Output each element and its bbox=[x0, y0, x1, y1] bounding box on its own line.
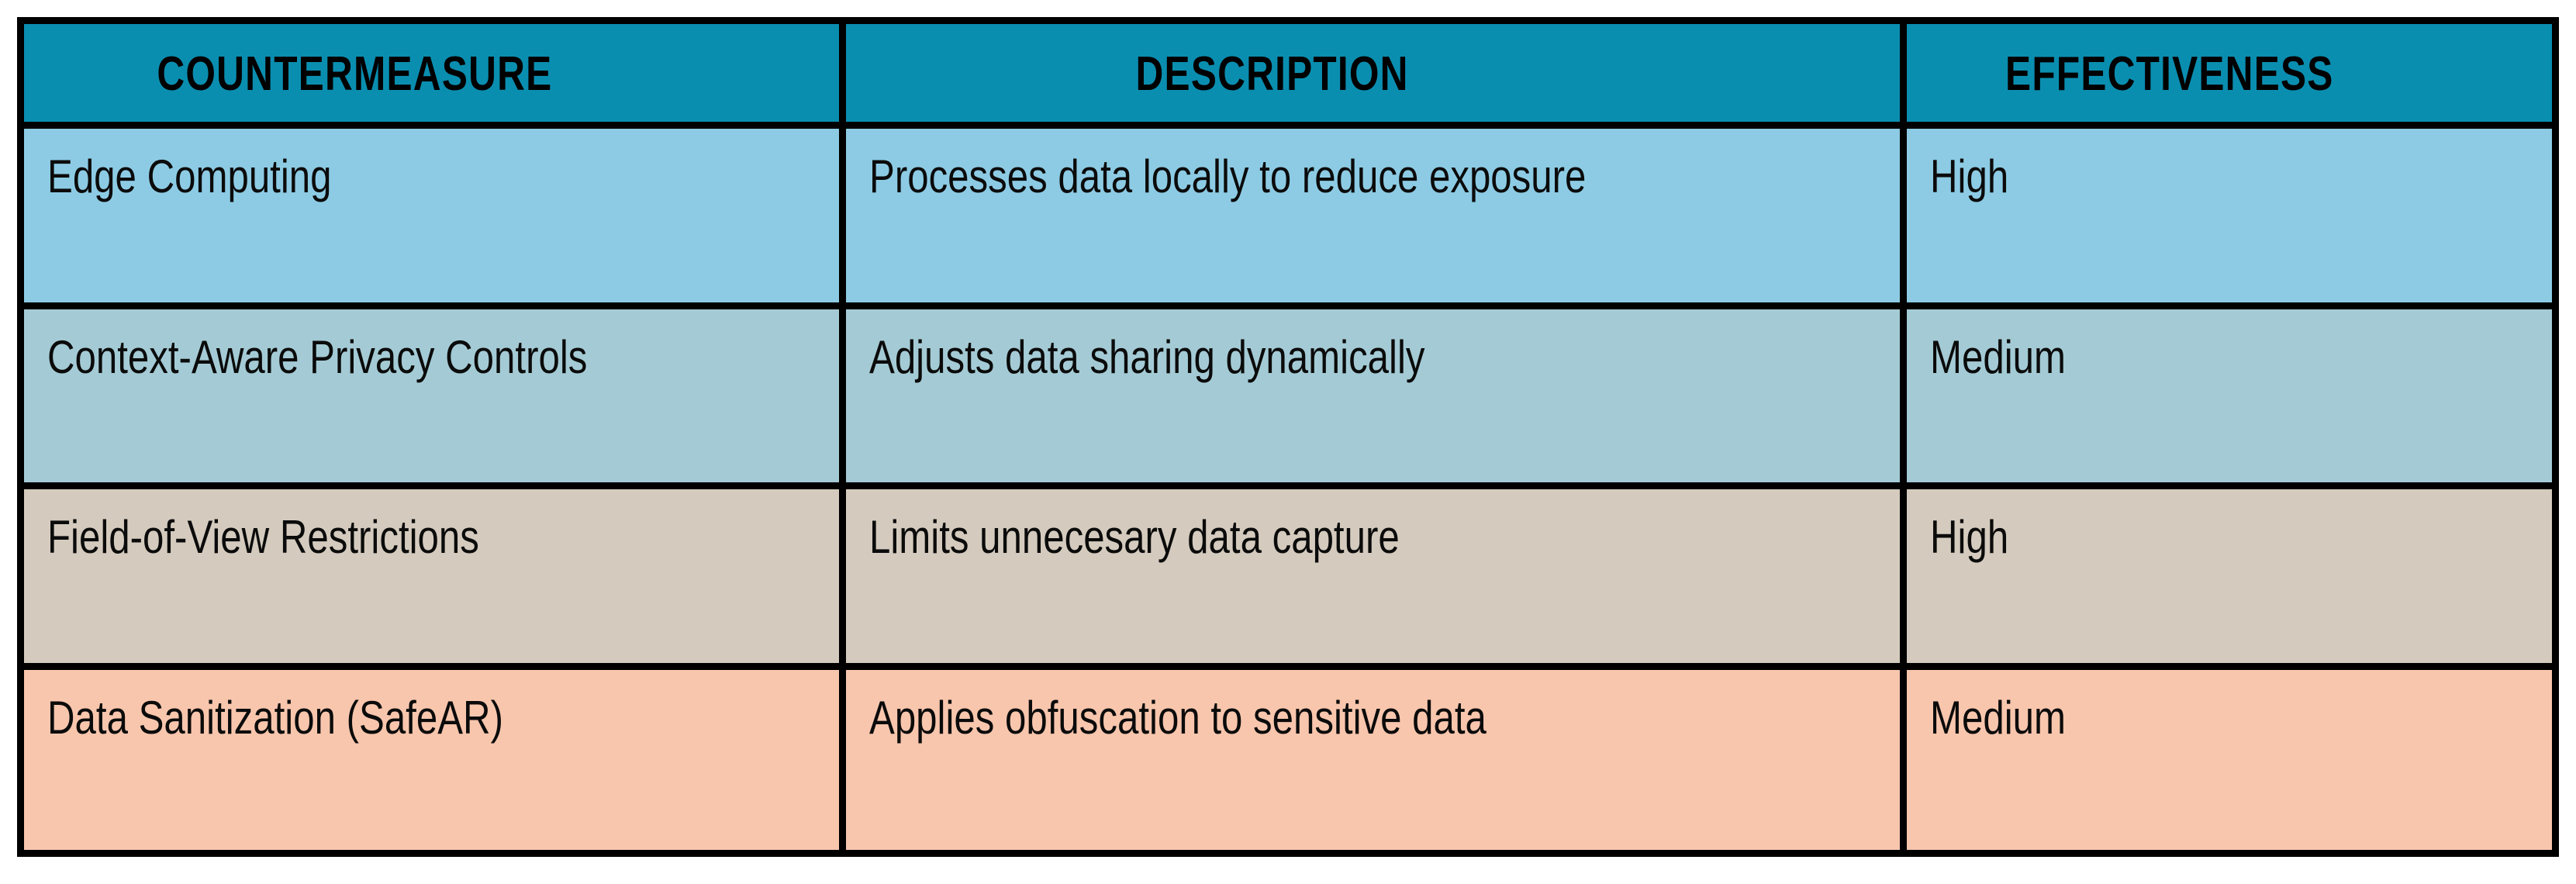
table-row: Data Sanitization (SafeAR) Applies obfus… bbox=[24, 669, 2552, 850]
cell-countermeasure-inner: Edge Computing bbox=[24, 129, 846, 309]
cell-countermeasure-inner: Context-Aware Privacy Controls bbox=[24, 309, 846, 489]
header-cell-effectiveness: EFFECTIVENESS bbox=[1907, 24, 2552, 129]
cell-description-inner: Limits unnecesary data capture bbox=[846, 489, 1907, 670]
header-cell-countermeasure-inner: COUNTERMEASURE bbox=[24, 24, 846, 129]
cell-effectiveness: High bbox=[1907, 489, 2552, 670]
cell-effectiveness-inner: Medium bbox=[1907, 309, 2552, 489]
cell-description-inner: Adjusts data sharing dynamically bbox=[846, 309, 1907, 489]
effectiveness-value: Medium bbox=[1930, 691, 2066, 744]
description-value: Processes data locally to reduce exposur… bbox=[869, 150, 1587, 202]
countermeasure-value: Edge Computing bbox=[47, 150, 332, 202]
cell-effectiveness-inner: Medium bbox=[1907, 669, 2552, 850]
table-header: COUNTERMEASURE DESCRIPTION EFFECTIVENESS bbox=[24, 24, 2552, 129]
table: COUNTERMEASURE DESCRIPTION EFFECTIVENESS bbox=[24, 24, 2552, 850]
cell-countermeasure: Data Sanitization (SafeAR) bbox=[24, 669, 846, 850]
effectiveness-value: High bbox=[1930, 150, 2009, 202]
header-label-description: DESCRIPTION bbox=[1135, 47, 1409, 101]
cell-countermeasure-inner: Data Sanitization (SafeAR) bbox=[24, 669, 846, 850]
cell-description: Adjusts data sharing dynamically bbox=[846, 309, 1907, 489]
header-label-effectiveness: EFFECTIVENESS bbox=[2005, 47, 2334, 101]
header-label-countermeasure: COUNTERMEASURE bbox=[157, 47, 553, 101]
table-row: Context-Aware Privacy Controls Adjusts d… bbox=[24, 309, 2552, 489]
cell-effectiveness: Medium bbox=[1907, 669, 2552, 850]
header-cell-description-inner: DESCRIPTION bbox=[846, 24, 1907, 129]
cell-countermeasure: Edge Computing bbox=[24, 129, 846, 309]
description-value: Limits unnecesary data capture bbox=[869, 511, 1400, 563]
header-cell-description: DESCRIPTION bbox=[846, 24, 1907, 129]
countermeasure-value: Data Sanitization (SafeAR) bbox=[47, 691, 503, 744]
header-cell-countermeasure: COUNTERMEASURE bbox=[24, 24, 846, 129]
effectiveness-value: High bbox=[1930, 511, 2009, 563]
table-body: Edge Computing Processes data locally to… bbox=[24, 129, 2552, 850]
cell-effectiveness-inner: High bbox=[1907, 489, 2552, 670]
cell-countermeasure-inner: Field-of-View Restrictions bbox=[24, 489, 846, 670]
cell-effectiveness-inner: High bbox=[1907, 129, 2552, 309]
cell-description-inner: Processes data locally to reduce exposur… bbox=[846, 129, 1907, 309]
cell-description: Applies obfuscation to sensitive data bbox=[846, 669, 1907, 850]
cell-countermeasure: Context-Aware Privacy Controls bbox=[24, 309, 846, 489]
countermeasures-table: COUNTERMEASURE DESCRIPTION EFFECTIVENESS bbox=[17, 17, 2559, 857]
header-cell-effectiveness-inner: EFFECTIVENESS bbox=[1907, 24, 2552, 129]
cell-description: Processes data locally to reduce exposur… bbox=[846, 129, 1907, 309]
countermeasure-value: Field-of-View Restrictions bbox=[47, 511, 479, 563]
table-row: Field-of-View Restrictions Limits unnece… bbox=[24, 489, 2552, 670]
countermeasure-value: Context-Aware Privacy Controls bbox=[47, 330, 588, 383]
table-row: Edge Computing Processes data locally to… bbox=[24, 129, 2552, 309]
cell-effectiveness: High bbox=[1907, 129, 2552, 309]
description-value: Adjusts data sharing dynamically bbox=[869, 330, 1425, 383]
cell-effectiveness: Medium bbox=[1907, 309, 2552, 489]
header-row: COUNTERMEASURE DESCRIPTION EFFECTIVENESS bbox=[24, 24, 2552, 129]
effectiveness-value: Medium bbox=[1930, 330, 2066, 383]
cell-description: Limits unnecesary data capture bbox=[846, 489, 1907, 670]
cell-description-inner: Applies obfuscation to sensitive data bbox=[846, 669, 1907, 850]
cell-countermeasure: Field-of-View Restrictions bbox=[24, 489, 846, 670]
description-value: Applies obfuscation to sensitive data bbox=[869, 691, 1487, 744]
